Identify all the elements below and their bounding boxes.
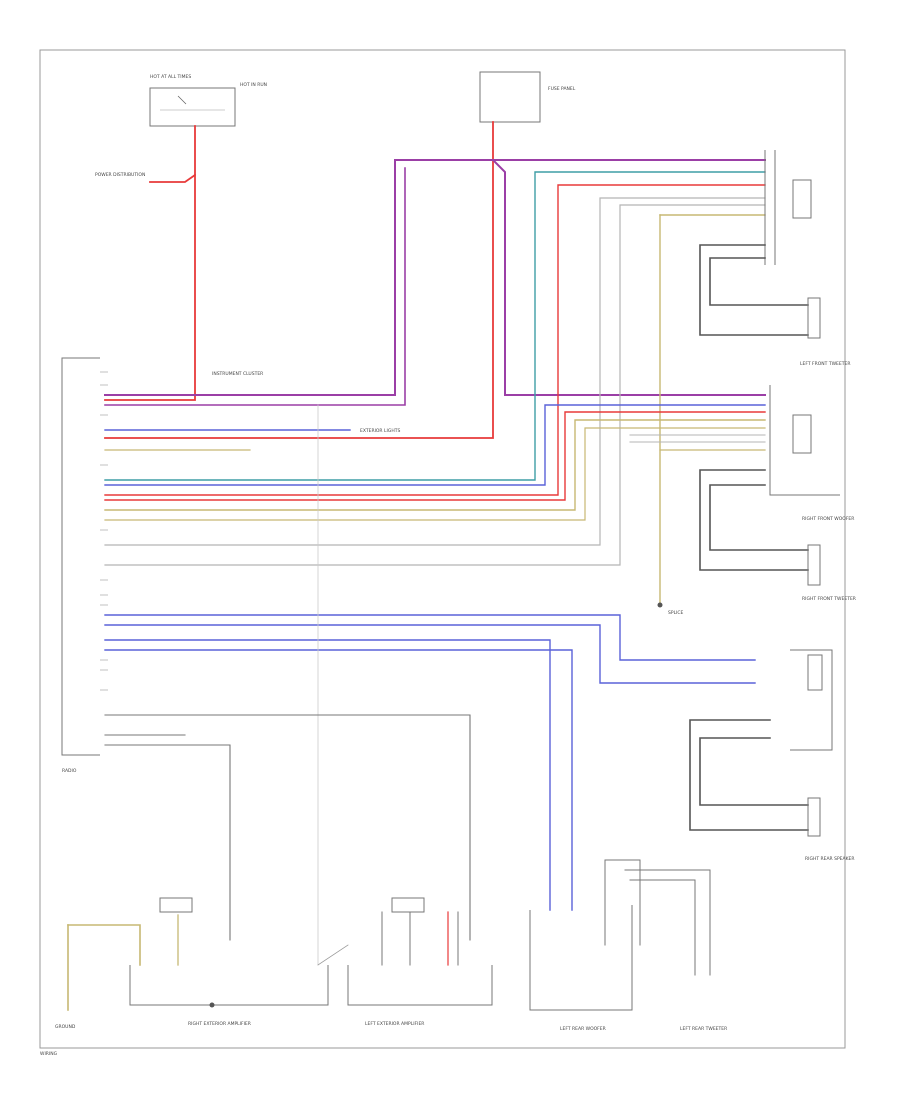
splice-dot (657, 602, 663, 608)
wire-dark-amp-right (104, 714, 471, 941)
wire-teal-top (104, 171, 766, 481)
left-ext-amp-label: LEFT EXTERIOR AMPLIFIER (365, 1021, 424, 1027)
top-middle-fuse-group: FUSE PANEL (479, 71, 576, 123)
wire-red-top-middle (104, 121, 494, 439)
wire-blue-4 (104, 649, 573, 911)
right-rear-speaker-label: RIGHT REAR SPEAKER (805, 856, 855, 862)
top-fuse-group: HOT AT ALL TIMES HOT IN RUN (149, 74, 267, 127)
right-ext-amp: RIGHT EXTERIOR AMPLIFIER GROUND (55, 897, 329, 1030)
wire-red-feed-down (104, 174, 196, 401)
left-ext-amp: LEFT EXTERIOR AMPLIFIER (317, 897, 493, 1027)
power-dist-label: POWER DISTRIBUTION (95, 172, 145, 178)
right-low-speaker-block: RIGHT REAR SPEAKER (689, 649, 855, 862)
inst-cluster-label: INSTRUMENT CLUSTER (212, 371, 263, 377)
right-front-tweeter-label: RIGHT FRONT TWEETER (802, 596, 856, 602)
top-fuse-label-b: HOT IN RUN (240, 82, 267, 88)
wire-blue-2 (104, 624, 756, 684)
wire-gray-top-1 (104, 197, 766, 546)
wire-red-top (104, 184, 766, 496)
wire-violet-main (104, 159, 766, 396)
right-top-speaker-block: LEFT FRONT TWEETER (699, 150, 850, 367)
radio-module-label: RADIO (62, 768, 77, 774)
diagram-frame (39, 49, 846, 1049)
wire-violet-lower (104, 167, 406, 406)
fuse-box-note: FUSE PANEL (548, 86, 576, 92)
wire-yellow-mid2 (104, 427, 766, 521)
wire-blue-3 (104, 639, 551, 911)
wire-red-mid (104, 411, 766, 501)
wire-dark-amp-left2 (104, 744, 231, 941)
exterior-lights-label: EXTERIOR LIGHTS (360, 428, 400, 434)
right-ext-amp-label: RIGHT EXTERIOR AMPLIFIER (188, 1021, 251, 1027)
top-fuse-label-a: HOT AT ALL TIMES (150, 74, 191, 80)
right-front-woofer-label: RIGHT FRONT WOOFER (802, 516, 854, 522)
wire-violet-branch (491, 158, 766, 396)
splice-label: SPLICE (668, 610, 684, 616)
radio-pins (100, 371, 108, 691)
left-rear-speakers: LEFT REAR WOOFER LEFT REAR TWEETER (529, 859, 727, 1032)
footer-label: WIRING (40, 1051, 58, 1057)
wire-red-feed (149, 125, 196, 183)
ground-label: GROUND (55, 1024, 76, 1030)
wire-blue-1 (104, 614, 756, 661)
left-front-tweeter-label: LEFT FRONT TWEETER (800, 361, 850, 367)
radio-module-outline (61, 357, 100, 756)
wire-blue-mid (104, 404, 766, 486)
wire-gray-short (629, 434, 766, 443)
wire-gray-top-2 (104, 204, 766, 566)
wire-yellow-mid (104, 419, 766, 511)
left-rear-tweeter-label: LEFT REAR TWEETER (680, 1026, 727, 1032)
right-mid-speaker-block: RIGHT FRONT WOOFER RIGHT FRONT TWEETER (699, 385, 856, 602)
left-rear-woofer-label: LEFT REAR WOOFER (560, 1026, 606, 1032)
